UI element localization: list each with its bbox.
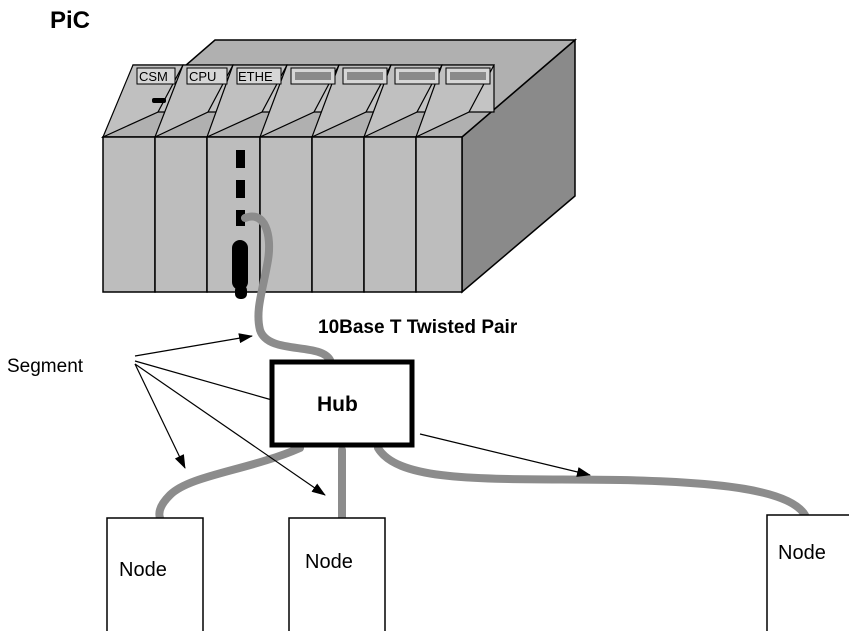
cable-plc-to-hub	[241, 212, 334, 364]
segment-arrow-to-node-2-cable	[134, 363, 326, 496]
module-label-ethe: ETHE	[238, 69, 273, 84]
segment-arrow-to-node-1-cable	[134, 363, 186, 469]
blank-slot-bars	[295, 72, 486, 80]
plc-title: PiC	[50, 7, 90, 34]
node-3-label: Node	[778, 542, 826, 564]
cable-hub-to-node-3	[374, 444, 809, 519]
hub-label: Hub	[317, 393, 358, 416]
node-2-label: Node	[305, 551, 353, 573]
module-label-cpu: CPU	[189, 69, 216, 84]
segment-arrow-to-plc-cable	[134, 333, 253, 357]
segment-label: Segment	[7, 356, 84, 377]
segment-arrow-to-hub	[134, 360, 273, 401]
segment-arrow-to-node-3-cable	[419, 433, 591, 477]
cables	[155, 212, 809, 526]
hub-box	[269, 359, 415, 448]
node-2-box	[288, 517, 386, 631]
plc-rack: CSM CPU ETHE	[100, 38, 578, 299]
cable-type-label: 10Base T Twisted Pair	[318, 317, 518, 338]
module-label-csm: CSM	[139, 69, 168, 84]
csm-key-slot	[152, 98, 166, 103]
node-3-box	[766, 514, 849, 631]
cable-hub-to-node-1	[155, 444, 304, 522]
hub: Hub	[269, 359, 415, 448]
segment-arrows	[134, 333, 591, 496]
node-1: Node	[106, 517, 204, 631]
node-1-label: Node	[119, 559, 167, 581]
node-1-box	[106, 517, 204, 631]
rack-front-modules	[102, 136, 463, 293]
ethernet-module-indicators	[232, 150, 248, 299]
node-2: Node	[288, 517, 386, 631]
node-3: Node	[766, 514, 849, 631]
